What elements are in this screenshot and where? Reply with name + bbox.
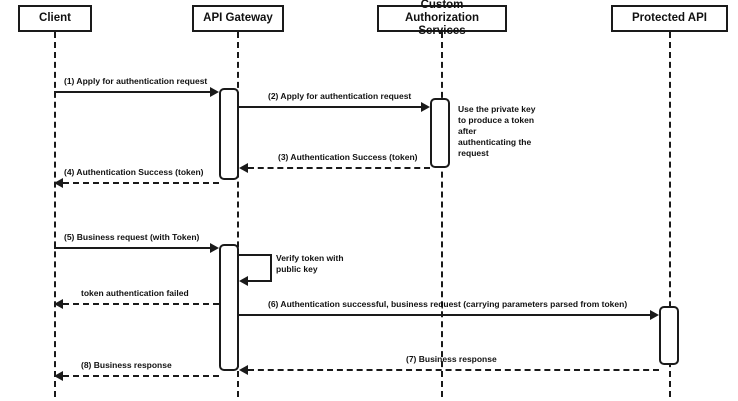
message-arrowhead-7 [239,365,248,375]
participant-protected-api[interactable]: Protected API [611,5,728,32]
participant-label: Custom Authorization Services [404,0,480,37]
message-line-4 [63,182,219,184]
message-arrowhead-8 [54,371,63,381]
message-label-5: (5) Business request (with Token) [64,232,200,242]
lifeline-custom-authorization-services [441,32,443,397]
participant-api-gateway[interactable]: API Gateway [192,5,284,32]
message-label-token-failed: token authentication failed [81,288,189,298]
note-private-key: Use the private key to produce a token a… [458,104,536,158]
participant-client[interactable]: Client [18,5,92,32]
message-label-6: (6) Authentication successful, business … [268,299,628,309]
message-label-7: (7) Business response [406,354,497,364]
message-line-3 [248,167,430,169]
message-line-6 [239,314,650,316]
lifeline-client [54,32,56,397]
message-line-7 [248,369,659,371]
message-arrowhead-3 [239,163,248,173]
message-label-3: (3) Authentication Success (token) [278,152,418,162]
message-arrowhead-6 [650,310,659,320]
message-line-8 [63,375,219,377]
participant-label: Protected API [632,12,707,24]
message-label-8: (8) Business response [81,360,172,370]
message-arrowhead-2 [421,102,430,112]
activation-api-gateway-business [219,244,239,371]
activation-api-gateway-auth [219,88,239,180]
self-message-arrowhead [239,276,248,286]
message-line-token-failed [63,303,219,305]
activation-protected-api [659,306,679,365]
message-label-1: (1) Apply for authentication request [64,76,208,86]
message-line-2 [239,106,421,108]
message-label-4: (4) Authentication Success (token) [64,167,204,177]
lifeline-api-gateway [237,32,239,397]
participant-custom-authorization-services[interactable]: Custom Authorization Services [377,0,507,37]
self-message-right-segment [270,254,272,280]
self-message-top-segment [239,254,272,256]
activation-custom-authorization-services [430,98,450,168]
self-message-label: Verify token with public key [276,253,344,274]
message-arrowhead-5 [210,243,219,253]
message-line-5 [54,247,210,249]
message-label-2: (2) Apply for authentication request [268,91,412,101]
message-arrowhead-4 [54,178,63,188]
participant-label: API Gateway [203,12,273,24]
lifeline-protected-api [669,32,671,397]
self-message-bottom-segment [248,280,272,282]
participant-label: Client [39,12,71,24]
message-arrowhead-token-failed [54,299,63,309]
message-arrowhead-1 [210,87,219,97]
message-line-1 [54,91,210,93]
